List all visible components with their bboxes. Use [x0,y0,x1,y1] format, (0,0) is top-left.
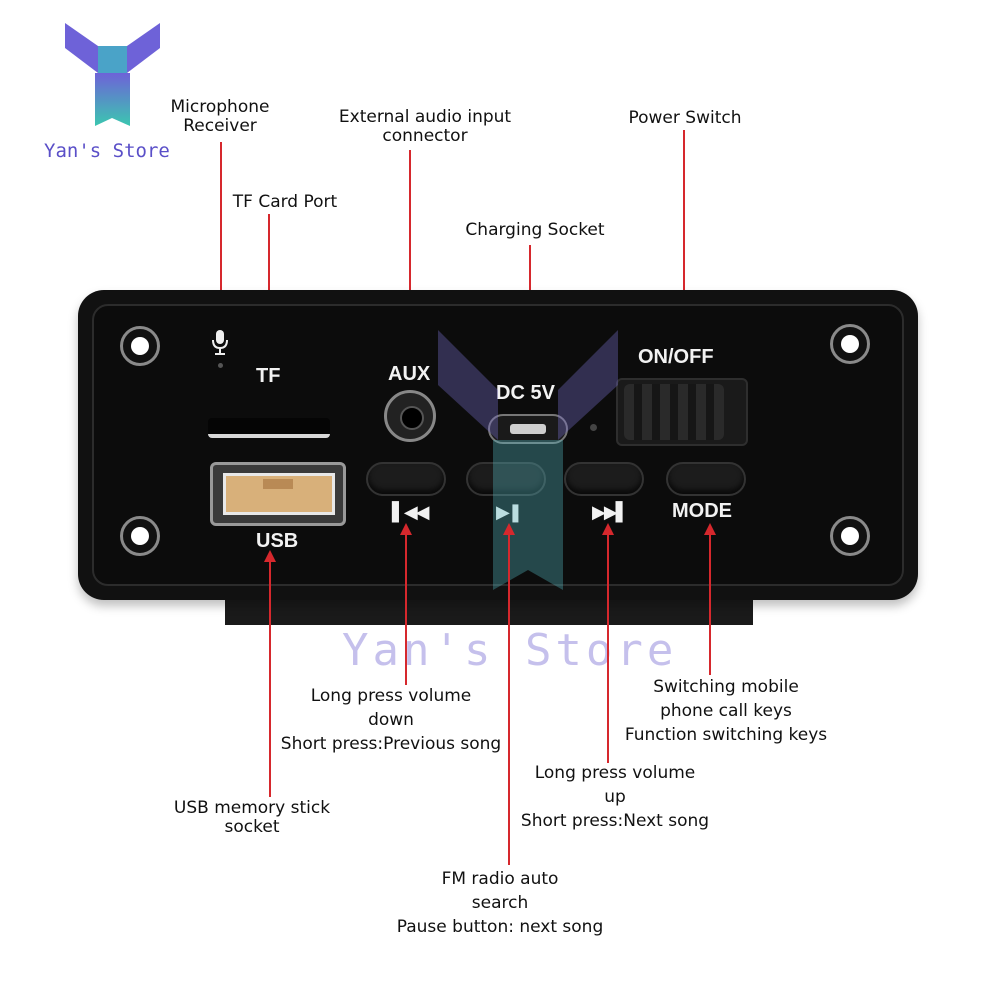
usb-label: USB [256,530,299,552]
watermark-logo-icon [438,330,618,590]
panel-base [225,595,753,625]
mount-hole-bottom-right [830,516,870,556]
onoff-label: ON/OFF [638,346,714,368]
panel-face [92,304,904,586]
tf-card-slot[interactable] [208,418,330,438]
watermark-text: Yan's Store [342,625,678,676]
label-charging: Charging Socket [465,220,605,240]
arrow-mode [704,523,716,675]
prev-button[interactable] [366,462,446,496]
control-panel: TF USB AUX DC 5V ON/OFF ▌◀◀ ▶❚ ▶▶▌ MODE [78,290,918,600]
micro-usb-port[interactable] [488,414,568,444]
label-tf-card: TF Card Port [232,192,338,212]
status-led [590,424,597,431]
power-switch[interactable] [616,378,748,446]
mode-label: MODE [672,500,732,522]
mode-button[interactable] [666,462,746,496]
next-button[interactable] [564,462,644,496]
microphone-icon [212,330,228,355]
usb-port[interactable] [210,462,346,526]
arrow-prev [400,523,412,685]
mount-hole-top-left [120,326,160,366]
arrow-usb [264,550,276,797]
play-pause-icon: ▶❚ [496,502,523,523]
dc-label: DC 5V [496,382,555,404]
mount-hole-top-right [830,324,870,364]
tf-label: TF [256,365,281,387]
play-pause-button[interactable] [466,462,546,496]
store-logo: Yan's Store [40,18,185,168]
aux-label: AUX [388,363,431,385]
arrow-play [503,523,515,865]
microphone-hole [218,363,223,368]
arrow-next [602,523,614,763]
aux-jack[interactable] [384,390,436,442]
previous-track-icon: ▌◀◀ [392,502,430,523]
label-power: Power Switch [628,108,742,128]
logo-brand-text: Yan's Store [44,140,170,162]
next-track-icon: ▶▶▌ [592,502,630,523]
mount-hole-bottom-left [120,516,160,556]
logo-mark-icon [65,23,160,126]
